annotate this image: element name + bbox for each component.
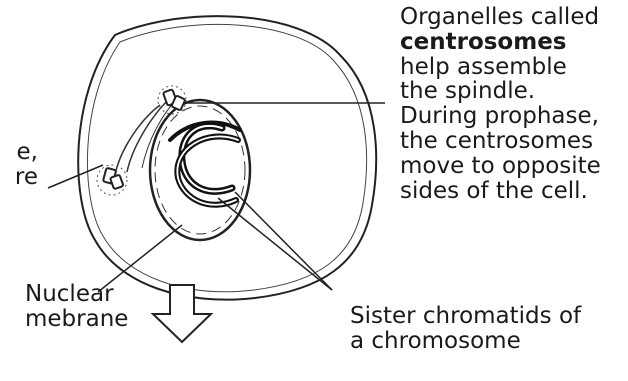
sister-chromatids-label: Sister chromatids of a chromosome: [350, 304, 581, 354]
centrosome-line-8: sides of the cell.: [400, 179, 601, 204]
spindle-fiber: [127, 100, 168, 172]
centrosome-top: [158, 86, 186, 114]
centrosome-description: Organelles called centrosomes help assem…: [400, 5, 601, 204]
centrosome-line-4: the spindle.: [400, 79, 601, 104]
leader-line-chromatid-1: [218, 198, 332, 290]
cell-membrane-inner: [87, 24, 366, 291]
cut-label: e, re: [0, 140, 38, 190]
centrosome-line-7: move to opposite: [400, 154, 601, 179]
centrosome-line-1: Organelles called: [400, 5, 601, 30]
cut-label-line-1: e,: [0, 140, 38, 165]
nuclear-label-line-2: mebrane: [25, 307, 128, 332]
centrosome-line-3: help assemble: [400, 55, 601, 80]
centrosome-term: centrosomes: [400, 30, 601, 55]
chromatid-label-line-2: a chromosome: [350, 329, 581, 354]
centrosome-bottom: [97, 165, 127, 195]
leader-line-chromatid-2: [235, 192, 332, 290]
nuclear-membrane-label: Nuclear mebrane: [25, 282, 128, 332]
leader-line-cut: [48, 165, 103, 188]
centrosome-line-5: During prophase,: [400, 104, 601, 129]
cut-label-line-2: re: [0, 165, 38, 190]
spindle-fiber: [115, 105, 160, 175]
chromatid-label-line-1: Sister chromatids of: [350, 304, 581, 329]
nuclear-label-line-1: Nuclear: [25, 282, 128, 307]
down-arrow-icon: [153, 285, 211, 342]
nuclear-membrane: [150, 100, 250, 240]
centrosome-line-6: the centrosomes: [400, 129, 601, 154]
